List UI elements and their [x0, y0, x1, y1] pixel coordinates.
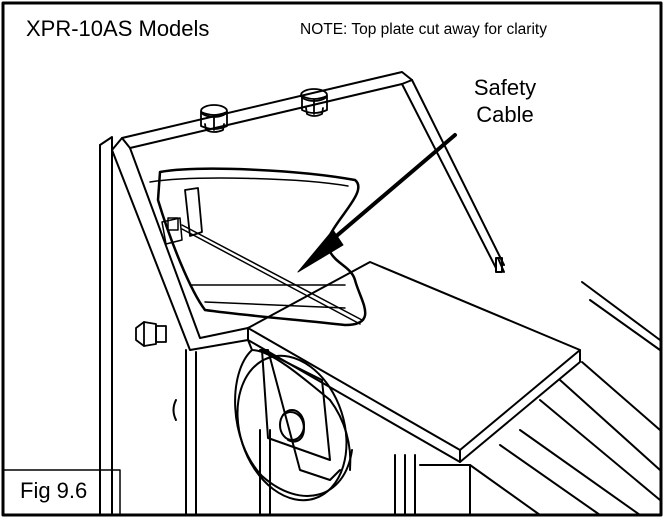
safety-cable-callout: Safety Cable [450, 74, 560, 128]
safety-cable [181, 224, 363, 325]
figure-note: NOTE: Top plate cut away for clarity [300, 21, 547, 38]
side-bolt [135, 321, 167, 347]
callout-line-2: Cable [476, 102, 534, 127]
top-bolts [200, 88, 328, 133]
figure-label: Fig 9.6 [20, 478, 88, 503]
figure-title: XPR-10AS Models [26, 16, 210, 41]
callout-line-1: Safety [473, 75, 537, 100]
figure-label-box [2, 469, 121, 516]
callout-arrow [297, 133, 457, 273]
extension-arm [247, 261, 661, 516]
cutaway-window [149, 167, 367, 327]
top-plate [111, 71, 505, 351]
